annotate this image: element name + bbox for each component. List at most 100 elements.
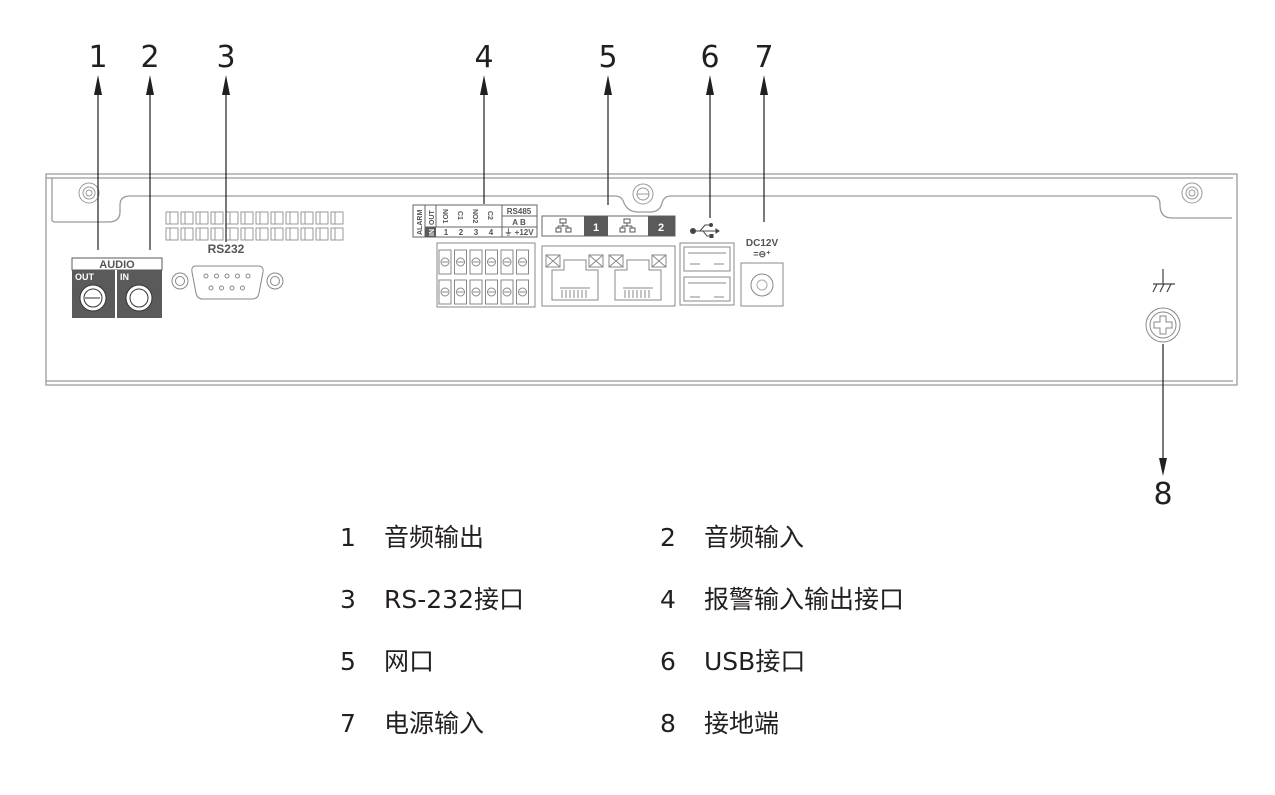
- callout-arrow-4: [480, 75, 488, 95]
- lan2-label: 2: [658, 222, 664, 234]
- callout-arrow-5: [604, 75, 612, 95]
- legend-text: RS-232接口: [384, 585, 524, 614]
- terminal-screw: [471, 257, 481, 267]
- alarm-num-3: 3: [474, 228, 479, 237]
- vent-slot: [210, 211, 224, 225]
- alarm-num-2: 2: [459, 228, 464, 237]
- legend-num: 6: [660, 647, 676, 676]
- legend-text: 电源输入: [384, 709, 485, 738]
- audio-out-label: OUT: [75, 272, 95, 282]
- vent-slot: [165, 227, 179, 241]
- alarm-num-4: 4: [489, 228, 494, 237]
- legend-item: 8 接地端: [660, 704, 779, 740]
- audio-in-label: IN: [120, 272, 129, 282]
- callout-number-8: 8: [1153, 477, 1172, 512]
- vent-slot: [240, 211, 254, 225]
- vent-slot: [315, 227, 329, 241]
- legend-text: 音频输入: [704, 523, 805, 552]
- rs485-power-label: ⏚ +12V: [504, 228, 534, 237]
- terminal-slot: [469, 249, 483, 275]
- audio-label: AUDIO: [99, 259, 135, 271]
- lan-ports: 1 2: [541, 215, 676, 307]
- rs232-label: RS232: [208, 242, 245, 256]
- dc12v-label: DC12V: [746, 238, 779, 249]
- usb-port-2[interactable]: [683, 276, 731, 302]
- terminal-screw: [471, 287, 481, 297]
- db9-pin: [214, 273, 219, 279]
- legend-text: 报警输入输出接口: [704, 585, 905, 614]
- legend-text: 接地端: [704, 709, 780, 738]
- legend-num: 4: [660, 585, 676, 614]
- ground-terminal[interactable]: [1145, 269, 1181, 343]
- terminal-slot: [485, 279, 498, 305]
- db9-pin: [224, 273, 230, 279]
- callout-arrow-3: [222, 75, 230, 95]
- terminal-screw: [456, 257, 465, 267]
- callout-arrow-6: [706, 75, 714, 95]
- vent-slot: [225, 211, 239, 225]
- legend-item: 2 音频输入: [660, 518, 804, 554]
- usb-ports: [679, 223, 735, 306]
- mount-screw-center: [632, 183, 654, 205]
- alarm-col-c1: C1: [456, 211, 463, 220]
- vent-slot: [330, 227, 344, 241]
- rs485-label: RS485: [507, 207, 532, 216]
- alarm-in-label: IN: [429, 229, 436, 236]
- callout-number-7: 7: [754, 40, 773, 75]
- terminal-slot: [500, 279, 514, 305]
- callout-arrow-2: [146, 75, 154, 95]
- usb-port-1[interactable]: [679, 242, 735, 306]
- usb-icon: [690, 223, 720, 238]
- alarm-io-port[interactable]: ALARM OUT IN 1 2 3 4 NO1 C1 NO2 C2 RS485…: [412, 204, 538, 308]
- legend-row: 3 RS-232接口 4 报警输入输出接口: [340, 580, 1040, 642]
- legend-text: 网口: [384, 647, 435, 676]
- callout-arrow-7: [760, 75, 768, 95]
- callout-number-3: 3: [216, 40, 235, 75]
- db9-pin: [203, 273, 209, 279]
- dc-polarity-label: =⊖⁺: [753, 249, 771, 259]
- terminal-slot: [454, 249, 467, 275]
- audio-in-jack[interactable]: [125, 284, 153, 312]
- mount-screw-right: [1181, 182, 1203, 204]
- lan-port-1[interactable]: [545, 254, 604, 301]
- terminal-slot: [469, 279, 483, 305]
- callout-arrow-8: [1159, 458, 1167, 476]
- db9-pin: [229, 285, 235, 291]
- vent-slot: [180, 227, 194, 241]
- legend-item: 5 网口: [340, 642, 434, 678]
- db9-pin: [235, 273, 240, 279]
- terminal-screw: [502, 287, 512, 297]
- vent-slot: [195, 211, 209, 225]
- callout-number-5: 5: [598, 40, 617, 75]
- vent-slot: [240, 227, 254, 241]
- terminal-screw: [502, 257, 512, 267]
- legend-num: 8: [660, 709, 676, 738]
- terminal-slot: [485, 249, 498, 275]
- power-input[interactable]: DC12V =⊖⁺: [740, 238, 784, 307]
- legend-num: 5: [340, 647, 356, 676]
- vent-slot: [165, 211, 179, 225]
- legend-num: 2: [660, 523, 676, 552]
- rs485-ab-label: A B: [512, 218, 526, 227]
- audio-out-jack[interactable]: [79, 284, 107, 312]
- alarm-num-1: 1: [444, 228, 449, 237]
- terminal-screw: [518, 257, 527, 267]
- rs232-port[interactable]: RS232: [171, 242, 284, 300]
- chassis: [45, 173, 1238, 386]
- legend-item: 3 RS-232接口: [340, 580, 524, 616]
- vent-slot: [285, 211, 299, 225]
- lan-port-2[interactable]: [608, 254, 667, 301]
- terminal-slot: [438, 249, 452, 275]
- legend-num: 3: [340, 585, 356, 614]
- vent-slot: [270, 227, 284, 241]
- terminal-screw: [487, 287, 496, 297]
